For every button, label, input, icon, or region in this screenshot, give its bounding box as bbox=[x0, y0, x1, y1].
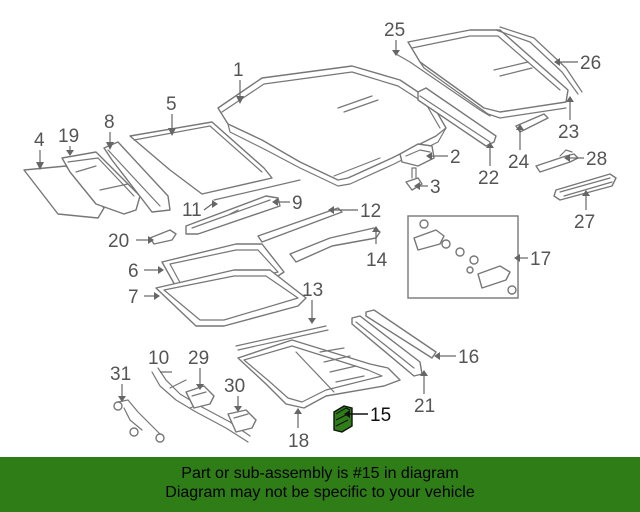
callout-12: 12 bbox=[360, 201, 381, 222]
part-25-trim-strip[interactable] bbox=[395, 53, 491, 117]
callout-1: 1 bbox=[233, 60, 244, 81]
callout-31: 31 bbox=[110, 364, 131, 385]
part-8-seal-strip[interactable] bbox=[103, 141, 171, 213]
callout-labels: 1 2 3 4 5 6 7 8 9 10 11 12 13 14 15 16 1… bbox=[34, 20, 607, 452]
callout-4: 4 bbox=[34, 130, 45, 151]
callout-2: 2 bbox=[450, 147, 461, 168]
callout-10: 10 bbox=[148, 348, 169, 369]
callout-8: 8 bbox=[104, 112, 115, 133]
callout-25: 25 bbox=[384, 20, 405, 41]
callout-20: 20 bbox=[108, 231, 129, 252]
part-15-motor-module[interactable] bbox=[333, 405, 353, 433]
part-3-bolt[interactable] bbox=[405, 167, 423, 191]
callout-3: 3 bbox=[430, 177, 441, 198]
leader-arrowheads bbox=[36, 50, 590, 418]
part-27-bracket[interactable] bbox=[553, 173, 617, 201]
leader-lines bbox=[39, 40, 587, 428]
part-20-clip[interactable] bbox=[149, 229, 177, 245]
part-12-strip[interactable] bbox=[257, 207, 343, 243]
part-30-bracket[interactable] bbox=[227, 409, 257, 433]
banner-line-disclaimer: Diagram may not be specific to your vehi… bbox=[165, 484, 475, 501]
callout-16: 16 bbox=[458, 347, 479, 368]
callout-28: 28 bbox=[586, 149, 607, 170]
part-4-deflector[interactable] bbox=[23, 165, 105, 219]
part-2-bracket[interactable] bbox=[399, 143, 435, 167]
part-14-curved-rail[interactable] bbox=[289, 227, 381, 263]
part-26-side-moulding[interactable] bbox=[495, 26, 583, 95]
callout-17: 17 bbox=[530, 249, 551, 270]
part-16-side-rail[interactable] bbox=[365, 309, 437, 359]
callout-30: 30 bbox=[224, 376, 245, 397]
callout-23: 23 bbox=[558, 122, 579, 143]
part-17-hardware-kit[interactable] bbox=[407, 215, 519, 299]
part-9-front-rail[interactable] bbox=[185, 195, 281, 235]
part-13-frame-front[interactable] bbox=[235, 325, 329, 351]
callout-14: 14 bbox=[366, 250, 388, 271]
callout-29: 29 bbox=[188, 348, 209, 369]
callout-15: 15 bbox=[370, 405, 391, 426]
part-5-sunshade[interactable] bbox=[129, 121, 273, 195]
part-22-rail[interactable] bbox=[417, 87, 497, 147]
part-29-bracket[interactable] bbox=[185, 385, 215, 409]
callout-5: 5 bbox=[166, 94, 177, 115]
callout-11: 11 bbox=[182, 200, 202, 221]
info-banner: Part or sub-assembly is #15 in diagram D… bbox=[0, 457, 640, 512]
part-11-trim-line[interactable] bbox=[213, 179, 301, 201]
callout-26: 26 bbox=[580, 53, 601, 74]
callout-22: 22 bbox=[478, 168, 499, 189]
banner-line-part-number: Part or sub-assembly is #15 in diagram bbox=[181, 465, 459, 482]
callout-7: 7 bbox=[128, 287, 139, 308]
callout-9: 9 bbox=[292, 193, 303, 214]
callout-18: 18 bbox=[288, 431, 309, 452]
callout-24: 24 bbox=[508, 152, 530, 173]
callout-13: 13 bbox=[302, 280, 323, 301]
callout-19: 19 bbox=[58, 126, 79, 147]
callout-21: 21 bbox=[414, 396, 435, 417]
part-18-sunroof-frame[interactable] bbox=[237, 339, 401, 409]
parts-diagram: 1 2 3 4 5 6 7 8 9 10 11 12 13 14 15 16 1… bbox=[23, 20, 617, 452]
part-7-seal-frame[interactable] bbox=[155, 269, 307, 327]
part-19-front-frame[interactable] bbox=[61, 151, 141, 215]
part-28-hinge[interactable] bbox=[535, 149, 579, 173]
callout-6: 6 bbox=[128, 261, 139, 282]
callout-27: 27 bbox=[574, 212, 595, 233]
part-31-harness[interactable] bbox=[113, 399, 165, 443]
